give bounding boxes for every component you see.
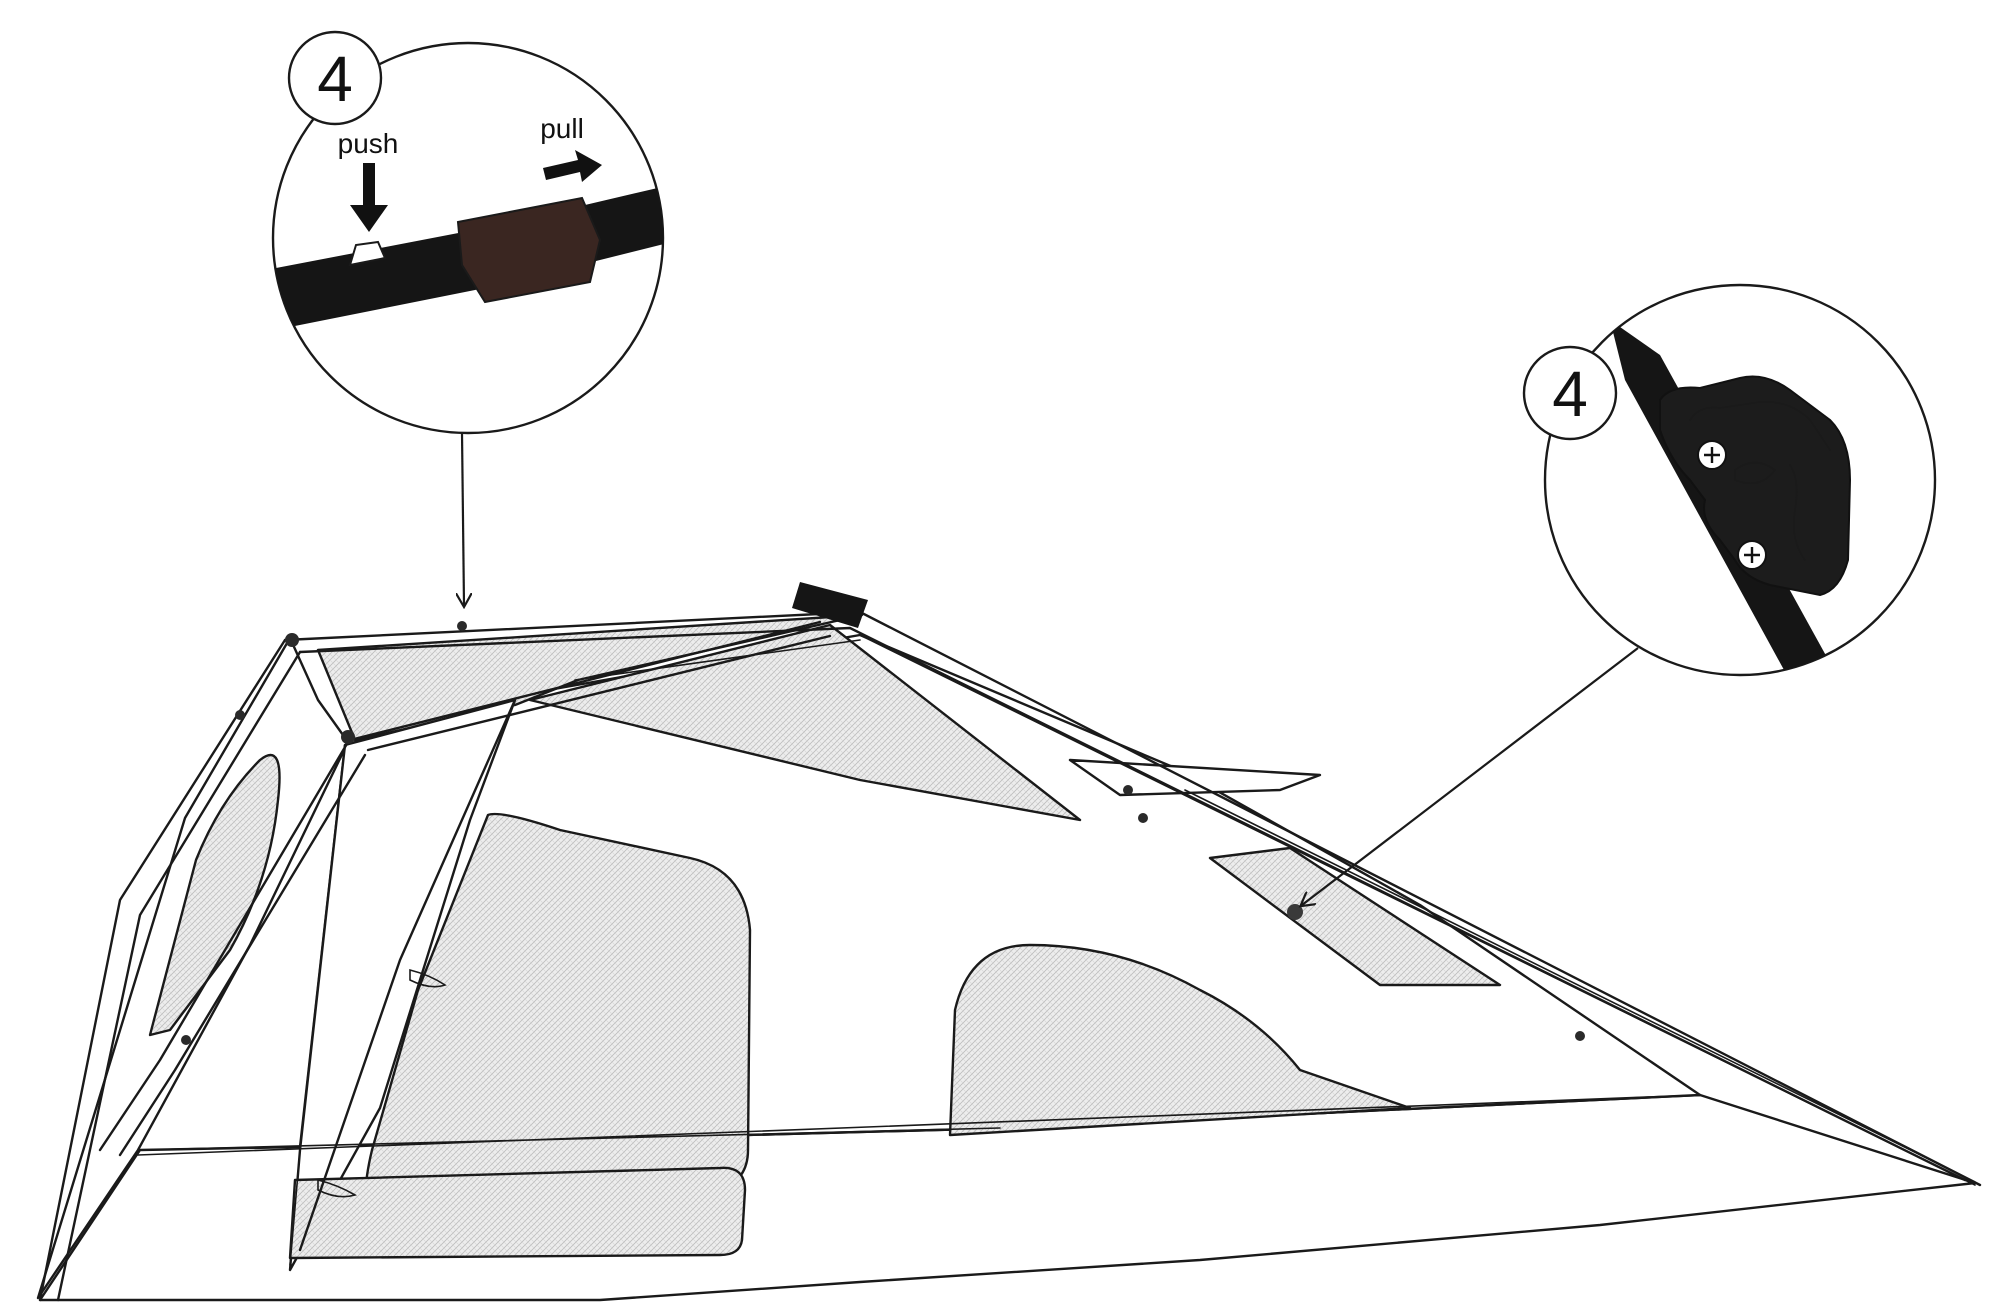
screw-icon [1698,441,1726,469]
tent-body [38,582,1980,1300]
callout-pole-joint: 4 push pull [240,32,700,433]
leader-arrow-left [462,433,464,605]
door-lower-window [290,1168,745,1258]
push-label: push [338,128,399,159]
leader-arrow-right [1302,648,1638,905]
step-number: 4 [1552,358,1588,430]
screw-icon [1738,541,1766,569]
step-number: 4 [317,43,353,115]
pull-label: pull [540,113,584,144]
callout-pole-clip: 4 [1524,285,1935,690]
